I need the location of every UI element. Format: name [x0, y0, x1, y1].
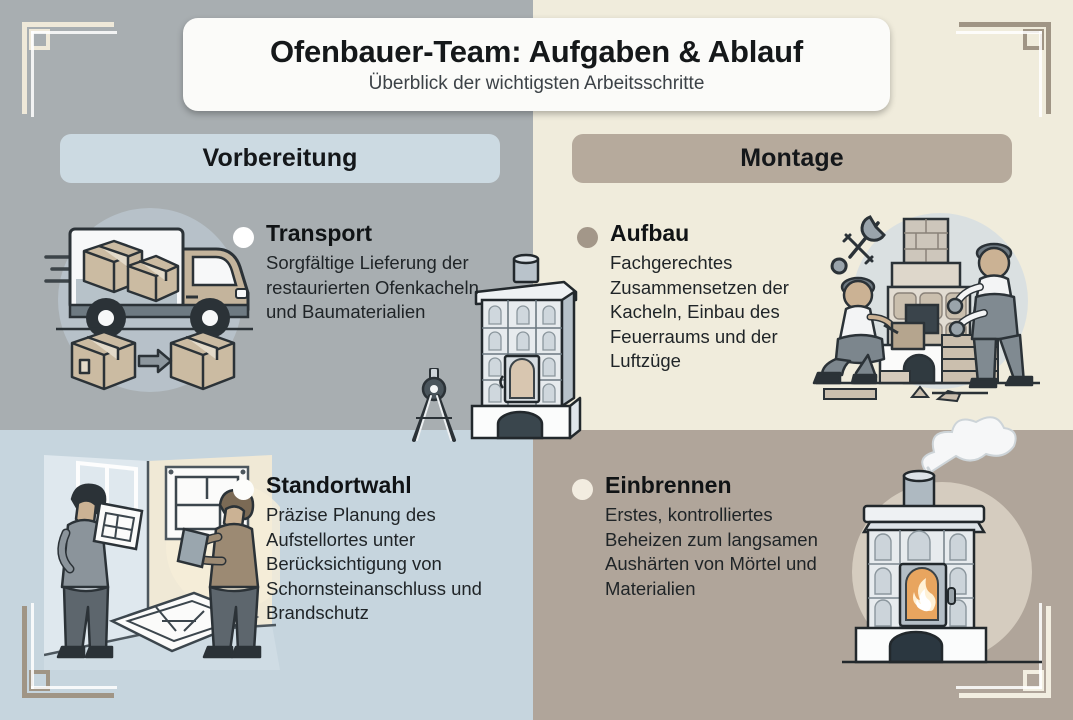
burning-tiled-stove-illustration — [842, 412, 1042, 672]
item-standortwahl-head: Standortwahl — [233, 472, 523, 500]
page-title: Ofenbauer-Team: Aufgaben & Ablauf — [269, 33, 804, 69]
item-transport-body: Sorgfältige Lieferung der restaurierten … — [266, 252, 479, 323]
item-einbrennen: Einbrennen Erstes, kontrolliertes Beheiz… — [572, 472, 837, 601]
item-transport-head: Transport — [233, 220, 483, 248]
item-aufbau-body: Fachgerechtes Zusammensetzen der Kacheln… — [610, 252, 789, 372]
section-header-vorbereitung: Vorbereitung — [60, 134, 500, 183]
page-subtitle: Überblick der wichtigsten Arbeitsschritt… — [368, 72, 705, 94]
tiled-stove-illustration — [458, 248, 584, 444]
item-standortwahl: Standortwahl Präzise Planung des Aufstel… — [233, 472, 523, 626]
section-header-vorbereitung-label: Vorbereitung — [202, 144, 358, 172]
corner-inner-line-bottom-right — [956, 603, 1042, 689]
item-aufbau-head: Aufbau — [577, 220, 817, 248]
drafting-compass-illustration — [398, 368, 470, 446]
delivery-truck-illustration — [38, 205, 263, 410]
corner-inner-line-bottom-left — [31, 603, 117, 689]
bullet-icon — [233, 227, 254, 248]
item-einbrennen-body: Erstes, kontrolliertes Beheizen zum lang… — [605, 504, 818, 599]
corner-bracket-bottom-right — [959, 606, 1051, 698]
title-card: Ofenbauer-Team: Aufgaben & Ablauf Überbl… — [183, 18, 890, 111]
item-aufbau-title: Aufbau — [610, 220, 690, 246]
corner-inner-line-top-right — [956, 31, 1042, 117]
bullet-icon — [577, 227, 598, 248]
item-transport: Transport Sorgfältige Lieferung der rest… — [233, 220, 483, 325]
item-transport-title: Transport — [266, 220, 373, 246]
bullet-icon — [233, 479, 254, 500]
masonry-workers-illustration — [808, 205, 1048, 405]
item-standortwahl-body: Präzise Planung des Aufstellortes unter … — [266, 504, 482, 624]
item-standortwahl-title: Standortwahl — [266, 472, 412, 498]
bullet-icon — [572, 479, 593, 500]
section-header-montage-label: Montage — [740, 144, 844, 172]
corner-inner-line-top-left — [31, 31, 117, 117]
item-einbrennen-head: Einbrennen — [572, 472, 837, 500]
section-header-montage: Montage — [572, 134, 1012, 183]
item-aufbau: Aufbau Fachgerechtes Zusammensetzen der … — [577, 220, 817, 374]
item-einbrennen-title: Einbrennen — [605, 472, 732, 498]
